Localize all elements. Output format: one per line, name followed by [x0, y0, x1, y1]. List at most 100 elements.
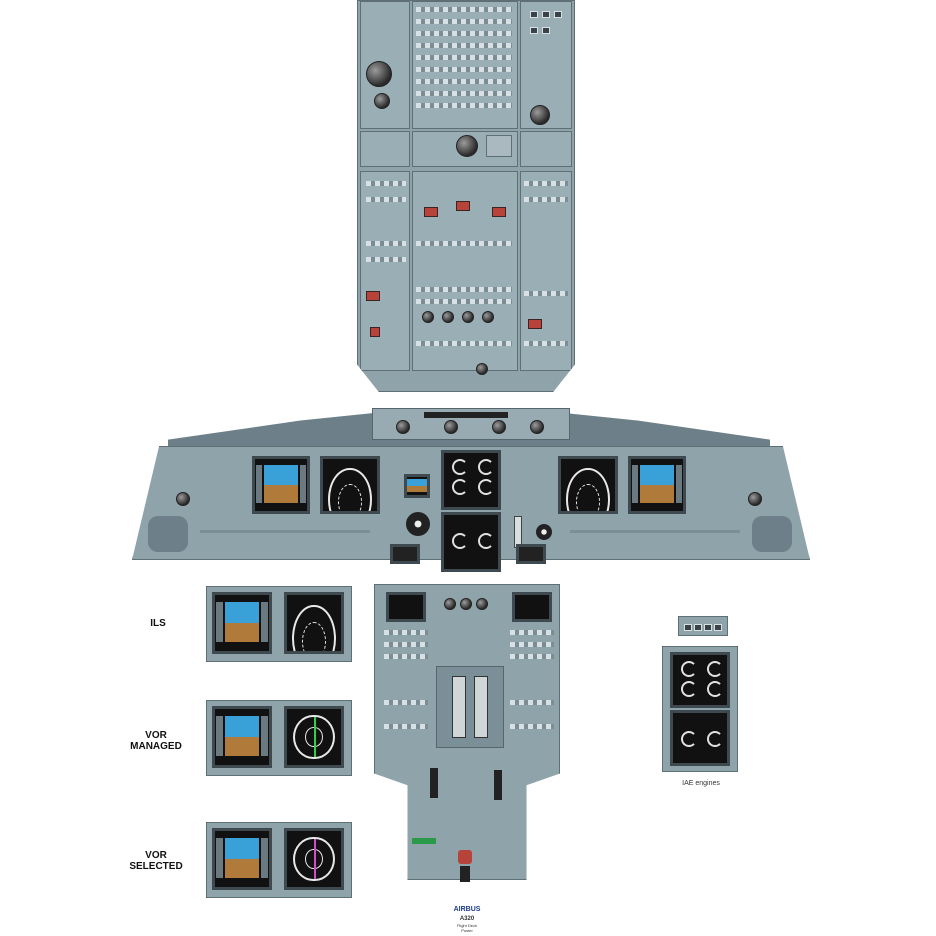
overhead-knob[interactable]	[456, 135, 478, 157]
warning-light[interactable]	[492, 207, 506, 217]
vor-managed-label-2: MANAGED	[130, 741, 182, 752]
nd-arc-inner	[302, 621, 326, 651]
switch-row	[416, 341, 512, 346]
ecam-upper-display	[441, 450, 501, 510]
pfd-sky	[264, 465, 298, 485]
vor-managed-nd	[284, 706, 344, 768]
engine-switch[interactable]	[704, 624, 712, 631]
overhead-switch[interactable]	[542, 27, 550, 34]
pfd-speed-tape	[256, 465, 263, 503]
mcdu-keys	[384, 654, 428, 659]
overhead-knob[interactable]	[422, 311, 434, 323]
overhead-switch[interactable]	[530, 11, 538, 18]
overhead-lower-right	[520, 171, 572, 371]
fo-mcdu	[512, 592, 552, 622]
switch-row	[416, 241, 512, 246]
rmp-keys	[384, 724, 428, 729]
overhead-knob[interactable]	[366, 61, 392, 87]
switch-row	[524, 197, 568, 202]
left-air-vent	[148, 516, 188, 552]
warning-light[interactable]	[424, 207, 438, 217]
ecam-dial	[707, 661, 723, 677]
warning-light[interactable]	[528, 319, 542, 329]
compass-rose-inner	[305, 726, 323, 748]
pedestal-knob[interactable]	[460, 598, 472, 610]
pfd-sky	[224, 715, 260, 737]
thrust-lever-right[interactable]	[474, 676, 488, 738]
clock	[536, 524, 552, 540]
rmp-keys	[510, 724, 554, 729]
engine-switch[interactable]	[714, 624, 722, 631]
vor-selected-label-1: VOR	[145, 850, 167, 861]
fo-nd	[558, 456, 618, 514]
ecam-dial	[707, 731, 723, 747]
overhead-switch[interactable]	[542, 11, 550, 18]
overhead-knob[interactable]	[462, 311, 474, 323]
fcu-display	[424, 412, 508, 418]
ecam-lower-display	[441, 512, 501, 572]
overhead-box	[486, 135, 512, 157]
breaker-row	[416, 79, 512, 84]
switch-row	[416, 287, 512, 292]
pfd-alt-tape	[261, 837, 268, 879]
pfd-speed-tape	[216, 715, 223, 757]
warning-light[interactable]	[370, 327, 380, 337]
overhead-knob[interactable]	[482, 311, 494, 323]
ils-label: ILS	[150, 618, 166, 629]
overhead-switch[interactable]	[554, 11, 562, 18]
pfd-alt-tape	[261, 601, 268, 643]
fcu-heading-knob[interactable]	[444, 420, 458, 434]
panel-knob[interactable]	[176, 492, 190, 506]
overhead-knob[interactable]	[374, 93, 390, 109]
fcu-altitude-knob[interactable]	[492, 420, 506, 434]
switch-row	[524, 181, 568, 186]
pedestal-red-handle[interactable]	[458, 850, 472, 864]
fcu-vs-knob[interactable]	[530, 420, 544, 434]
nd-arc	[292, 605, 336, 651]
panel-strip	[570, 530, 740, 533]
panel-knob[interactable]	[748, 492, 762, 506]
overhead-knob[interactable]	[476, 363, 488, 375]
ecam-dial	[452, 533, 468, 549]
rmp-keys	[510, 700, 554, 705]
pfd-speed-tape	[632, 465, 639, 503]
overhead-switch[interactable]	[530, 27, 538, 34]
ecam-dial	[452, 479, 468, 495]
captain-dcdu	[390, 544, 420, 564]
switch-row	[416, 299, 512, 304]
flaps-lever[interactable]	[494, 770, 502, 800]
pfd-alt-tape	[675, 465, 682, 503]
model-label: A320	[459, 916, 475, 922]
engine-switch[interactable]	[684, 624, 692, 631]
engine-switch[interactable]	[694, 624, 702, 631]
warning-light[interactable]	[366, 291, 380, 301]
switch-row	[366, 257, 406, 262]
pedestal-knob[interactable]	[444, 598, 456, 610]
overhead-knob[interactable]	[442, 311, 454, 323]
engines-sd	[670, 710, 730, 766]
thrust-lever-left[interactable]	[452, 676, 466, 738]
pedestal-handle-black[interactable]	[460, 866, 470, 882]
speedbrake-lever[interactable]	[430, 768, 438, 798]
nd-arc-inner	[338, 483, 362, 511]
pedestal-knob[interactable]	[476, 598, 488, 610]
course-needle	[314, 838, 316, 880]
overhead-upper-right	[520, 1, 572, 129]
pfd-sky	[224, 837, 260, 859]
ecam-dial	[478, 459, 494, 475]
vor-selected-nd	[284, 828, 344, 890]
ils-pfd	[212, 592, 272, 654]
breaker-row	[416, 91, 512, 96]
overhead-knob[interactable]	[530, 105, 550, 125]
overhead-mid-right	[520, 131, 572, 167]
ecam-dial	[478, 479, 494, 495]
mcdu-keys	[384, 630, 428, 635]
mcdu-keys	[510, 642, 554, 647]
pfd-sky	[224, 601, 260, 623]
ils-nd	[284, 592, 344, 654]
compass-rose	[293, 836, 335, 882]
airbus-logo: AIRBUS	[453, 906, 481, 913]
fcu-speed-knob[interactable]	[396, 420, 410, 434]
fo-pfd	[628, 456, 686, 514]
warning-light[interactable]	[456, 201, 470, 211]
